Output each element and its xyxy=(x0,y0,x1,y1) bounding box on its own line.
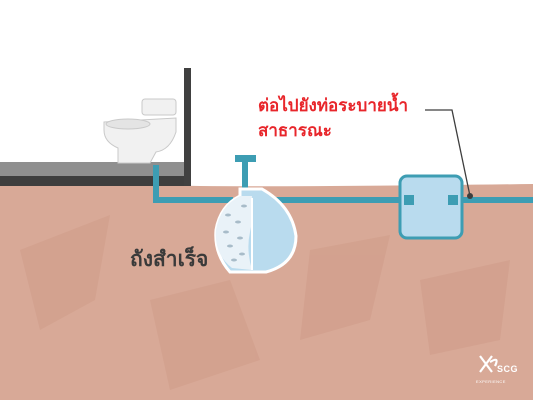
floor-slab xyxy=(0,162,190,176)
toilet-icon xyxy=(103,98,177,164)
pipe-network xyxy=(153,160,533,203)
public-sewer-label: ต่อไปยังท่อระบายน้ำ สาธารณะ xyxy=(258,94,408,144)
filter-media-pellets xyxy=(223,204,247,262)
pipe-toilet-drop xyxy=(153,165,233,203)
floor-slab-line xyxy=(0,176,190,186)
inspection-chamber xyxy=(398,174,464,240)
septic-tank-label: ถังสำเร็จ xyxy=(130,247,209,271)
chamber-inlet xyxy=(404,195,414,205)
soil-ground xyxy=(0,183,533,400)
public-sewer-label-line1: ต่อไปยังท่อระบายน้ำ xyxy=(258,96,408,116)
vent-cap xyxy=(235,155,256,162)
logo-brand-text: SCG xyxy=(497,364,519,374)
building-wall xyxy=(184,68,191,186)
callout-leader-line xyxy=(425,109,471,197)
chamber-outlet xyxy=(448,195,458,205)
soil-texture xyxy=(20,215,510,390)
septic-tank-media xyxy=(215,196,253,270)
scg-experience-logo xyxy=(479,355,498,373)
logo-tagline-text: EXPERIENCE xyxy=(476,379,506,384)
callout-dot xyxy=(467,193,473,199)
public-sewer-label-line2: สาธารณะ xyxy=(258,121,332,141)
